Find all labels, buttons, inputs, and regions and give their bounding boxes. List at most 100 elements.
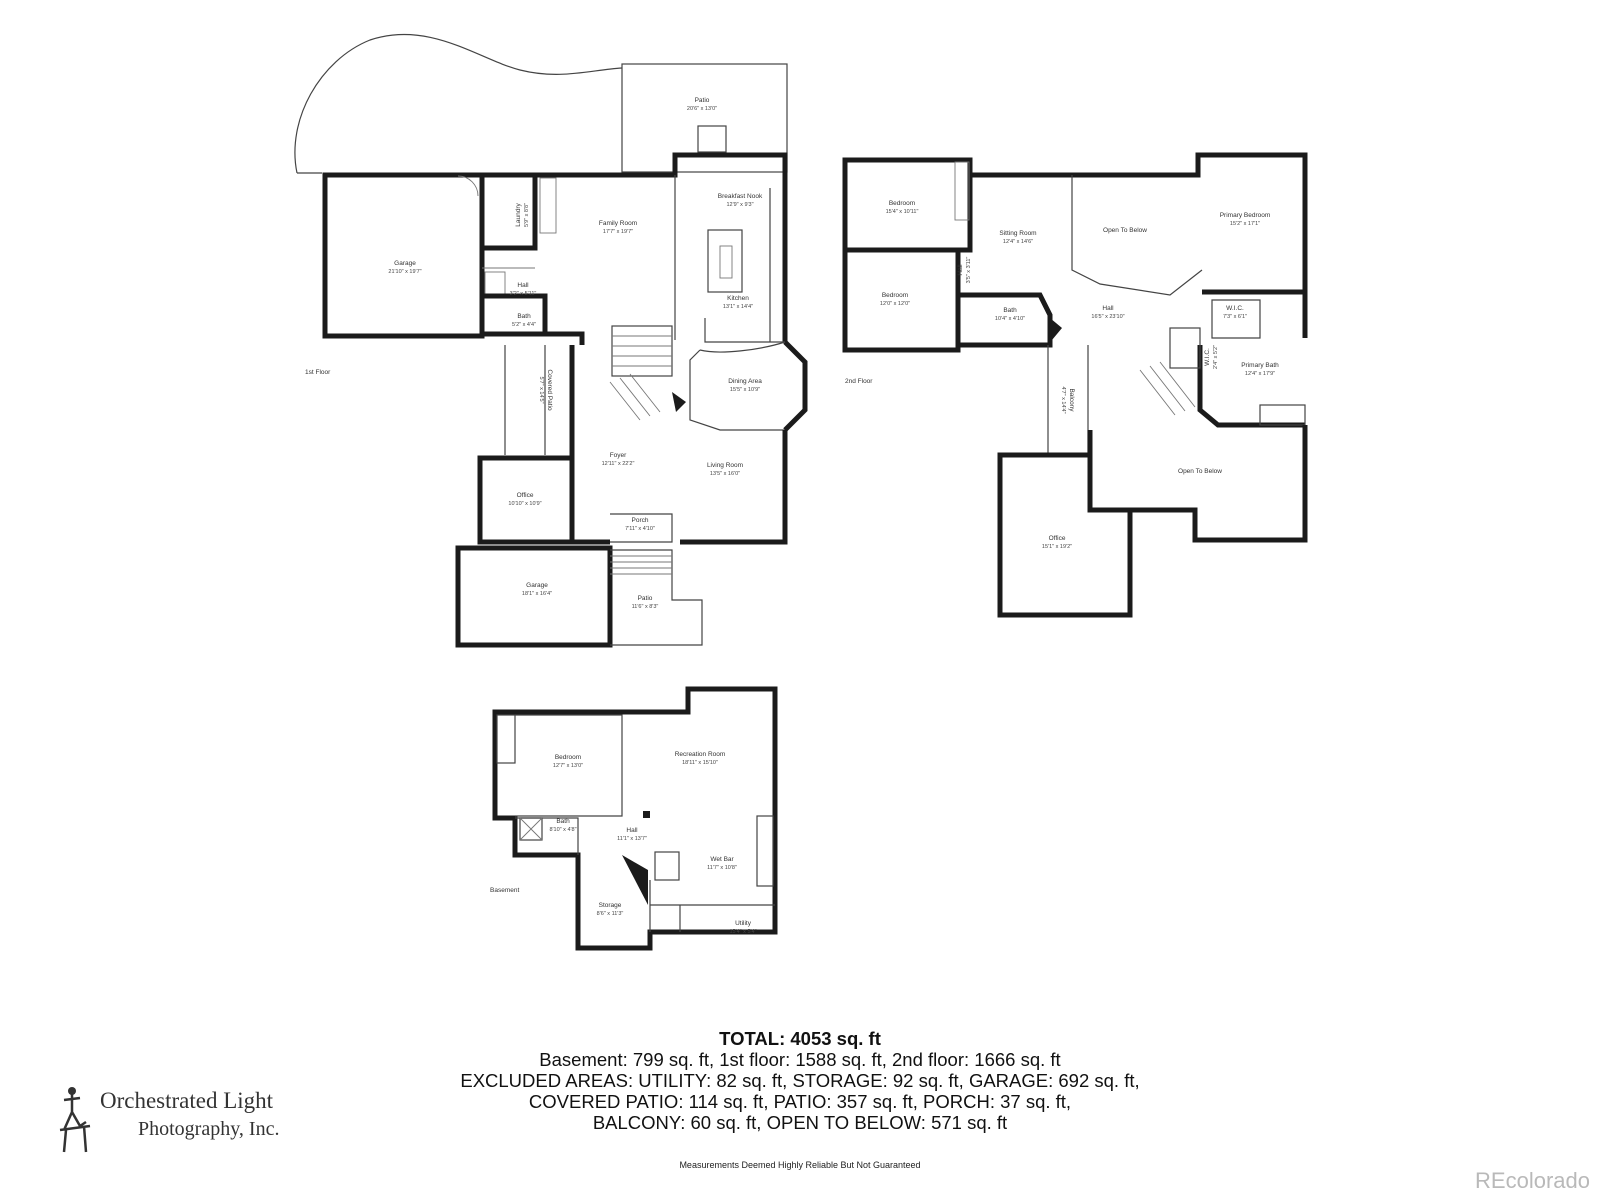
room-dimensions: 5'2" x 4'4" <box>512 322 536 328</box>
room-name: Recreation Room <box>675 751 726 758</box>
room-name: Bedroom <box>882 292 908 299</box>
room-dimensions: 13'5" x 16'0" <box>710 471 740 477</box>
room-name: Garage <box>526 582 548 589</box>
room-dimensions: 15'2" x 17'1" <box>1230 221 1260 227</box>
first-floor-plan: 1st Floor <box>294 34 808 648</box>
room-name: Utility <box>735 920 752 927</box>
room-dimensions: 11'7" x 10'8" <box>707 865 737 871</box>
room-wic: W.I.C.7'3" x 6'1" <box>1223 305 1247 320</box>
room-open-below-1: Open To Below <box>1103 227 1147 234</box>
room-name: Primary Bedroom <box>1220 212 1271 219</box>
room-dimensions: 15'1" x 19'2" <box>1042 544 1072 550</box>
room-dimensions: 5'7" x 14'5" <box>538 376 544 403</box>
room-breakfast-nook: Breakfast Nook 12'9" x 9'3" <box>718 193 763 208</box>
room-storage: Storage 8'6" x 11'3" <box>597 902 624 917</box>
room-name: Dining Area <box>728 378 762 385</box>
room-name: Sitting Room <box>999 230 1036 237</box>
room-dimensions: 21'10" x 19'7" <box>388 269 421 275</box>
room-dimensions: 12'0" x 12'0" <box>880 301 910 307</box>
room-name: Wet Bar <box>710 856 734 863</box>
room-dimensions: 11'6" x 8'3" <box>632 604 659 610</box>
room-dimensions: 13'1" x 14'4" <box>723 304 753 310</box>
excluded-areas-1: EXCLUDED AREAS: UTILITY: 82 sq. ft, STOR… <box>460 1070 1140 1091</box>
logo-line-2: Photography, Inc. <box>138 1118 280 1140</box>
room-primary-bedroom: Primary Bedroom 15'2" x 17'1" <box>1220 212 1271 227</box>
room-name: W.I.C. <box>1226 305 1244 312</box>
room-name: Storage <box>599 902 622 909</box>
second-floor-plan: 2nd Floor <box>842 152 1308 618</box>
total-area: TOTAL: 4053 sq. ft <box>719 1028 881 1049</box>
room-name: Breakfast Nook <box>718 193 763 200</box>
room-dimensions: 20'6" x 13'0" <box>687 106 717 112</box>
room-name: Hall <box>517 282 529 289</box>
room-name: W.I.C. <box>1204 348 1211 366</box>
room-dimensions: 12'7" x 13'0" <box>553 763 583 769</box>
room-kitchen: Kitchen 13'1" x 14'4" <box>723 295 753 310</box>
room-office-1: Office 10'10" x 10'9" <box>508 492 541 507</box>
room-dimensions: 15'4" x 5'4" <box>729 929 756 935</box>
photographer-logo: Orchestrated Light Photography, Inc. <box>50 1082 310 1182</box>
room-dimensions: 12'4" x 17'9" <box>1245 371 1275 377</box>
room-name: Bath <box>1003 307 1017 314</box>
room-wic-2: W.I.C.2'4" x 5'2" <box>1204 345 1219 369</box>
room-hall-1: Hall 3'2" x 5'11" <box>510 282 537 297</box>
disclaimer: Measurements Deemed Highly Reliable But … <box>679 1160 921 1170</box>
basement-plan: Basement <box>490 686 778 951</box>
room-utility: Utility 15'4" x 5'4" <box>729 920 756 935</box>
room-dimensions: 3'5" x 3'11" <box>966 257 972 284</box>
room-dimensions: 17'7" x 19'7" <box>603 229 633 235</box>
second-floor-label: 2nd Floor <box>845 378 873 385</box>
room-dimensions: 8'6" x 11'3" <box>597 911 624 917</box>
basement-label: Basement <box>490 887 519 894</box>
room-name: Balcony <box>1068 388 1075 412</box>
room-dimensions: 18'11" x 15'10" <box>682 760 718 766</box>
room-bedroom-b: Bedroom 12'7" x 13'0" <box>553 754 583 769</box>
room-name: Primary Bath <box>1241 362 1279 369</box>
room-dimensions: 2'4" x 5'2" <box>1213 345 1219 369</box>
room-name: Bedroom <box>555 754 581 761</box>
room-dimensions: 18'1" x 16'4" <box>522 591 552 597</box>
room-name: Family Room <box>599 220 637 227</box>
room-dimensions: 12'9" x 9'3" <box>726 202 753 208</box>
room-sitting-room: Sitting Room 12'4" x 14'6" <box>999 230 1036 245</box>
first-floor-label: 1st Floor <box>305 369 331 376</box>
room-name: Kitchen <box>727 295 749 302</box>
room-wet-bar: Wet Bar 11'7" x 10'8" <box>707 856 737 871</box>
room-primary-bath: Primary Bath 12'4" x 17'9" <box>1241 362 1279 377</box>
room-garage-main: Garage 21'10" x 19'7" <box>388 260 421 275</box>
room-name: Laundry <box>515 203 522 227</box>
excluded-areas-3: BALCONY: 60 sq. ft, OPEN TO BELOW: 571 s… <box>592 1112 1008 1133</box>
room-dimensions: 10'10" x 10'9" <box>508 501 541 507</box>
room-name: Hall <box>957 264 964 276</box>
room-dimensions: 5'9" x 8'8" <box>524 203 530 227</box>
room-open-below-2: Open To Below <box>1178 468 1222 475</box>
room-name: Garage <box>394 260 416 267</box>
room-name: Bedroom <box>889 200 915 207</box>
room-name: Patio <box>695 97 710 104</box>
logo-line-1: Orchestrated Light <box>100 1088 274 1113</box>
musician-figure-icon <box>59 1087 91 1153</box>
room-dimensions: 15'5" x 10'9" <box>730 387 760 393</box>
room-patio-top: Patio 20'6" x 13'0" <box>687 97 717 112</box>
room-name: Office <box>517 492 534 499</box>
room-dimensions: 12'4" x 14'6" <box>1003 239 1033 245</box>
room-dining-area: Dining Area 15'5" x 10'9" <box>728 378 762 393</box>
room-dimensions: 12'11" x 22'2" <box>602 461 635 467</box>
room-bedroom-2b: Bedroom 12'0" x 12'0" <box>880 292 910 307</box>
room-dimensions: 11'1" x 13'7" <box>617 836 647 842</box>
floor-areas: Basement: 799 sq. ft, 1st floor: 1588 sq… <box>539 1049 1061 1070</box>
area-summary: TOTAL: 4053 sq. ft Basement: 799 sq. ft,… <box>400 1028 1200 1133</box>
room-dimensions: 3'2" x 5'11" <box>510 291 537 297</box>
room-garage-small: Garage 18'1" x 16'4" <box>522 582 552 597</box>
room-name: Patio <box>638 595 653 602</box>
room-dimensions: 15'4" x 10'11" <box>886 209 919 215</box>
room-name: Porch <box>632 517 649 524</box>
